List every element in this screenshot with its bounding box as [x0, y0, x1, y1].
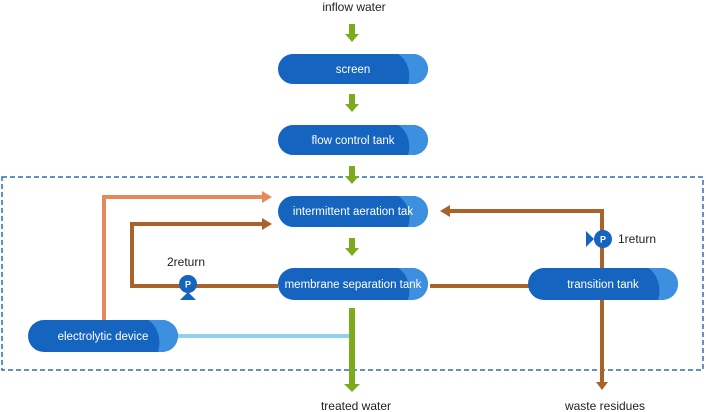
- waste-residues-label: waste residues: [564, 399, 645, 412]
- node-screen-label: screen: [336, 64, 371, 76]
- waste-residues-line: [596, 300, 608, 390]
- node-electrolytic-label: electrolytic device: [58, 331, 149, 343]
- node-membrane-label: membrane separation tank: [285, 279, 422, 291]
- return2-loop-line: [130, 218, 278, 288]
- return1-loop-line: [440, 205, 604, 268]
- inflow-water-label: inflow water: [322, 0, 385, 14]
- node-membrane-tank: membrane separation tank: [278, 268, 428, 300]
- node-aeration-tank: intermittent aeration tak: [278, 196, 428, 227]
- node-transition-label: transition tank: [567, 279, 639, 291]
- pump-2-label: P: [185, 280, 191, 290]
- node-flow-control-tank: flow control tank: [278, 125, 428, 155]
- flow-arrow-aeration-to-membrane: [345, 238, 359, 256]
- electrolytic-feed-line: [102, 191, 272, 320]
- flow-arrow-membrane-to-treated: [344, 308, 360, 392]
- node-flow-control-label: flow control tank: [311, 135, 394, 147]
- node-aeration-label: intermittent aeration tak: [293, 206, 413, 218]
- treated-water-label: treated water: [321, 399, 391, 412]
- return2-label: 2return: [167, 255, 205, 269]
- node-electrolytic-device: electrolytic device: [28, 320, 178, 352]
- pump-1-icon: P: [586, 230, 612, 248]
- pump-1-label: P: [600, 235, 606, 245]
- flow-arrow-inflow-to-screen: [345, 24, 359, 42]
- pump-2-icon: P: [179, 275, 197, 300]
- flow-arrow-flow-control-to-aeration: [345, 166, 359, 184]
- return1-label: 1return: [618, 232, 656, 246]
- node-transition-tank: transition tank: [528, 268, 678, 300]
- node-screen: screen: [278, 54, 428, 84]
- flow-arrow-screen-to-flow-control: [345, 94, 359, 112]
